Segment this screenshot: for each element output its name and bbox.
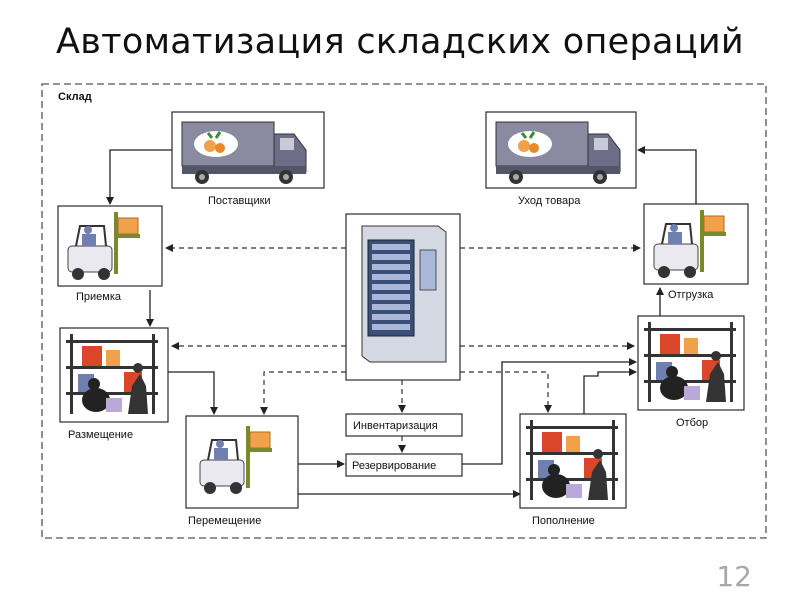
information-flow-arrows	[165, 244, 641, 453]
material-flow-arrows	[106, 146, 697, 498]
inventory-box	[345, 413, 463, 437]
reservation-label: Резервирование	[352, 460, 436, 472]
page-number: 12	[716, 560, 752, 593]
picking-label: Отбор	[676, 417, 708, 429]
warehouse-frame-label: Склад	[58, 91, 92, 103]
server-icon	[361, 225, 447, 363]
inventory-label: Инвентаризация	[353, 420, 438, 432]
replenishment-label: Пополнение	[532, 515, 595, 527]
relocation-label: Перемещение	[188, 515, 261, 527]
receiving-label: Приемка	[76, 291, 122, 303]
placement-label: Размещение	[68, 429, 133, 441]
suppliers-label: Поставщики	[208, 195, 271, 207]
departure-label: Уход товара	[518, 195, 581, 207]
warehouse-frame	[41, 83, 767, 539]
reservation-box	[345, 453, 463, 477]
shipping-label: Отгрузка	[668, 289, 714, 301]
page-title: Автоматизация складских операций	[56, 22, 744, 62]
